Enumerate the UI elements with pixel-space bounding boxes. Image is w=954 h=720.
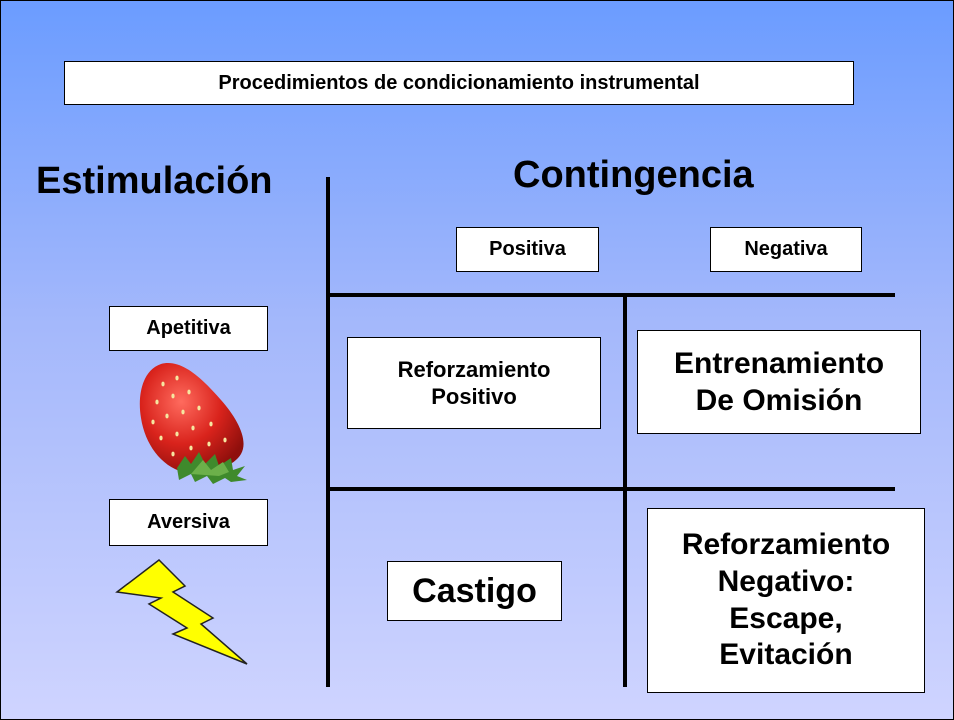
cell-appetitive-positive: Reforzamiento Positivo [347, 337, 601, 429]
vertical-divider-middle [623, 295, 627, 687]
cell-aversive-negative-line-4: Evitación [719, 638, 853, 672]
row-header-appetitive: Apetitiva [109, 306, 268, 351]
cell-appetitive-negative-line-2: De Omisión [695, 384, 863, 417]
row-header-aversive: Aversiva [109, 499, 268, 546]
stimulation-heading: Estimulación [36, 160, 273, 202]
horizontal-divider-middle [329, 487, 895, 491]
column-header-negative: Negativa [710, 227, 862, 272]
column-header-negative-label: Negativa [744, 238, 828, 260]
horizontal-divider-top [329, 293, 895, 297]
title-box: Procedimientos de condicionamiento instr… [64, 61, 854, 105]
cell-aversive-negative-line-3: Escape, [729, 601, 843, 635]
strawberry-image [139, 363, 247, 484]
column-header-positive-label: Positiva [489, 238, 566, 260]
contingency-heading: Contingencia [513, 154, 754, 196]
cell-appetitive-negative: Entrenamiento De Omisión [637, 330, 921, 434]
row-header-aversive-label: Aversiva [147, 511, 230, 533]
cell-aversive-positive-label: Castigo [412, 571, 537, 610]
cell-aversive-negative-line-2: Negativo: [717, 564, 855, 598]
cell-aversive-positive: Castigo [387, 561, 562, 621]
vertical-divider-left [326, 177, 330, 687]
cell-aversive-negative-line-1: Reforzamiento [681, 528, 891, 562]
cell-appetitive-positive-line-1: Reforzamiento [397, 356, 551, 382]
cell-appetitive-positive-line-2: Positivo [431, 384, 517, 409]
row-header-appetitive-label: Apetitiva [146, 317, 231, 339]
slide-title: Procedimientos de condicionamiento instr… [218, 71, 700, 94]
lightning-icon [115, 559, 248, 665]
column-header-positive: Positiva [456, 227, 599, 272]
cell-appetitive-negative-line-1: Entrenamiento [673, 346, 885, 380]
cell-aversive-negative: Reforzamiento Negativo: Escape, Evitació… [647, 508, 925, 693]
